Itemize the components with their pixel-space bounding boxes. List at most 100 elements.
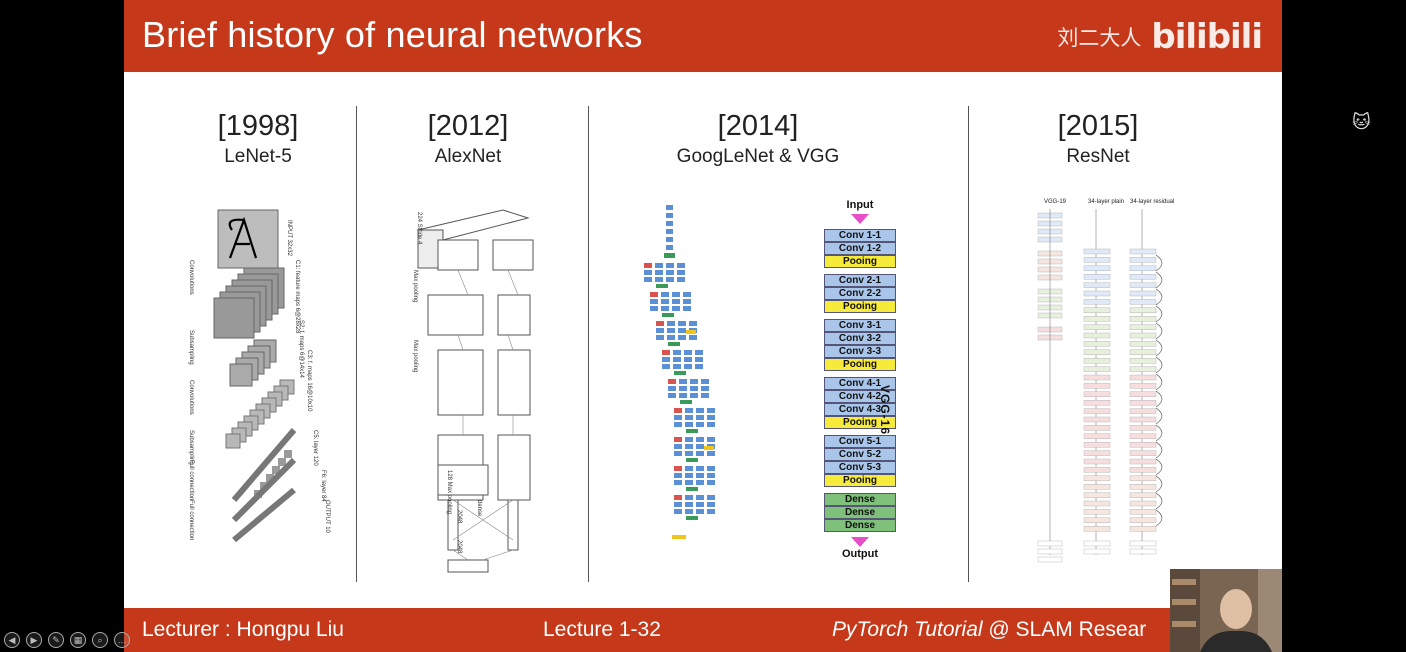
resnet-layer: [1129, 492, 1157, 498]
googlenet-layer: [674, 444, 682, 449]
googlenet-layer: [672, 306, 680, 311]
slide: Brief history of neural networks 刘二大人 bi…: [124, 0, 1282, 652]
googlenet-layer: [679, 379, 687, 384]
resnet-layer: [1129, 408, 1157, 414]
googlenet-layer: [707, 451, 715, 456]
googlenet-layer: [661, 292, 669, 297]
resnet-layer: [1129, 509, 1157, 515]
resnet-layer: [1083, 391, 1111, 398]
svg-text:128 Max pooling: 128 Max pooling: [446, 470, 452, 514]
googlenet-layer: [662, 357, 670, 362]
vgg-pool-layer: Pooing: [824, 358, 896, 371]
googlenet-layer: [686, 330, 696, 334]
googlenet-layer: [707, 466, 715, 471]
googlenet-layer: [707, 473, 715, 478]
resnet-layer: [1129, 265, 1157, 272]
resnet-layer: [1129, 517, 1157, 523]
googlenet-layer: [696, 495, 704, 500]
googlenet-layer: [656, 321, 664, 326]
svg-text:2048: 2048: [456, 540, 462, 554]
googlenet-layer: [674, 473, 682, 478]
resnet-layer: [1129, 299, 1157, 305]
resnet-skip-connection: [1155, 475, 1163, 493]
svg-text:INPUT 32x32: INPUT 32x32: [286, 220, 292, 257]
vgg-conv-layer: Conv 2-1: [824, 274, 896, 287]
vgg-conv-layer: Conv 3-3: [824, 345, 896, 358]
resnet-layer: [1083, 299, 1111, 305]
resnet-skip-connection: [1155, 424, 1163, 442]
googlenet-layer: [667, 321, 675, 326]
resnet-layer: [1129, 273, 1157, 280]
slide-header: Brief history of neural networks 刘二大人 bi…: [124, 0, 1282, 72]
vgg-pool-layer: Pooing: [824, 255, 896, 268]
resnet-layer: [1083, 484, 1111, 490]
resnet-layer: [1083, 458, 1111, 465]
vgg-conv-layer: Conv 5-1: [824, 435, 896, 448]
googlenet-layer: [686, 429, 698, 433]
googlenet-layer: [696, 502, 704, 507]
googlenet-layer: [685, 480, 693, 485]
googlenet-layer: [685, 466, 693, 471]
resnet-layer: [1083, 475, 1111, 481]
googlenet-layer: [696, 451, 704, 456]
resnet-skip-connection: [1155, 356, 1163, 374]
googlenet-layer: [650, 306, 658, 311]
googlenet-layer: [683, 306, 691, 311]
next-icon[interactable]: ▶: [26, 632, 42, 648]
resnet-layer: [1083, 282, 1111, 288]
cat-face-icon[interactable]: 🐱: [1352, 112, 1371, 132]
googlenet-layer: [661, 299, 669, 304]
course-affiliation: @ SLAM Resear: [982, 618, 1147, 641]
vgg-conv-layer: Conv 4-1: [824, 377, 896, 390]
course-title: PyTorch Tutorial: [832, 618, 983, 641]
resnet-layer: [1129, 257, 1157, 263]
googlenet-layer: [685, 408, 693, 413]
resnet-layer: [1129, 399, 1157, 406]
column-divider: [968, 106, 969, 582]
googlenet-layer: [662, 350, 670, 355]
googlenet-layer: [680, 400, 692, 404]
resnet-layer: [1083, 290, 1111, 297]
googlenet-layer: [689, 321, 697, 326]
googlenet-layer: [707, 415, 715, 420]
googlenet-layer: [678, 328, 686, 333]
slides-icon[interactable]: ▦: [70, 632, 86, 648]
googlenet-diagram[interactable]: [634, 195, 734, 555]
resnet-diagram: VGG-19 34-layer plain 34-layer residual: [1037, 199, 1174, 563]
googlenet-layer: [707, 509, 715, 514]
resnet-skip-connection: [1155, 339, 1163, 357]
resnet-layer: [1129, 248, 1157, 255]
lecture-number: Lecture 1-32: [543, 618, 661, 641]
zoom-icon[interactable]: ⌕: [92, 632, 108, 648]
googlenet-layer: [707, 422, 715, 427]
column-divider: [588, 106, 589, 582]
resnet-skip-connection: [1155, 288, 1163, 306]
vgg-conv-layer: Conv 4-2: [824, 390, 896, 403]
googlenet-layer: [668, 379, 676, 384]
resnet-layer: [1129, 548, 1157, 555]
resnet-skip-connection: [1155, 305, 1163, 323]
resnet-layer: [1129, 441, 1157, 448]
svg-text:Full connection: Full connection: [188, 460, 194, 500]
vgg-conv-layer: Conv 2-2: [824, 287, 896, 300]
prev-icon[interactable]: ◀: [4, 632, 20, 648]
googlenet-layer: [686, 516, 698, 520]
vgg-output-arrow: [851, 537, 869, 547]
name-lenet: LeNet-5: [224, 146, 292, 167]
resnet-skip-connection: [1155, 390, 1163, 408]
pen-icon[interactable]: ✎: [48, 632, 64, 648]
resnet-layer: [1083, 307, 1111, 314]
resnet-skip-connection: [1155, 373, 1163, 391]
resnet-skip-connection: [1155, 407, 1163, 425]
more-icon[interactable]: …: [114, 632, 130, 648]
svg-text:Max pooling: Max pooling: [412, 340, 418, 372]
googlenet-layer: [674, 371, 686, 375]
svg-text:Convolutions: Convolutions: [188, 380, 194, 415]
googlenet-layer: [695, 350, 703, 355]
resnet-layer: [1129, 391, 1157, 398]
googlenet-layer: [701, 386, 709, 391]
resnet-layer: [1083, 324, 1111, 330]
googlenet-layer: [707, 408, 715, 413]
googlenet-layer: [686, 458, 698, 462]
googlenet-layer: [666, 245, 673, 250]
